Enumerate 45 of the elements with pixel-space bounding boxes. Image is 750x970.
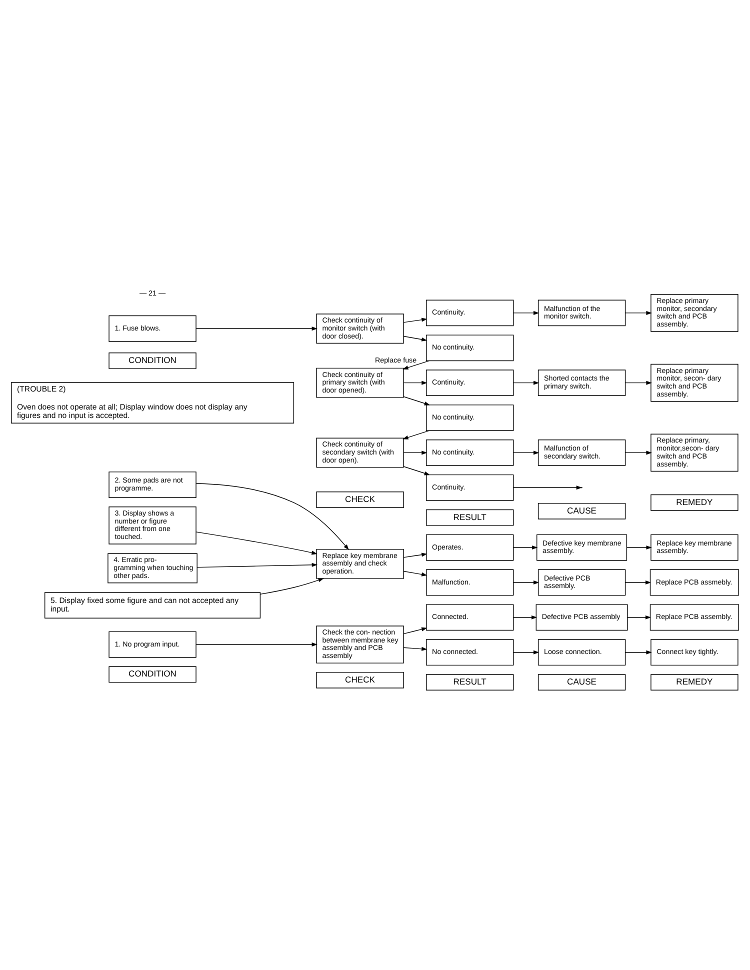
arrow (403, 552, 428, 558)
arrow (403, 450, 428, 454)
arrow (513, 380, 540, 384)
arrow (626, 545, 652, 550)
arrow (403, 646, 428, 650)
arrow (403, 466, 430, 475)
arrow (196, 642, 318, 646)
node-box: RESULT (426, 674, 514, 690)
node-box: CAUSE (538, 674, 626, 690)
arrow (196, 482, 349, 550)
node-box: (TROUBLE 2) Oven does not operate at all; Display window does not display any figures and no input is accepted. (10, 382, 294, 423)
arrow (513, 545, 538, 550)
arrow (196, 326, 318, 330)
arrow (627, 614, 652, 619)
arrow (402, 430, 430, 439)
arrow (625, 580, 652, 584)
node-box: 5. Display fixed some figure and can not accepted any input. (44, 592, 261, 618)
arrow (513, 310, 540, 314)
node-box: CHECK (316, 491, 404, 508)
arrow (403, 317, 428, 322)
arrow (402, 360, 430, 369)
arrow (625, 380, 652, 384)
arrow (196, 562, 318, 568)
node-box: REMEDY (650, 494, 738, 510)
arrow (513, 450, 540, 454)
arrow (625, 650, 652, 654)
node-box: REMEDY (650, 674, 738, 690)
arrow (513, 614, 538, 619)
arrow (513, 580, 540, 584)
arrow (403, 335, 428, 341)
arrow (403, 626, 428, 634)
arrow (625, 450, 652, 454)
node-box: CONDITION (108, 666, 196, 682)
arrow (513, 485, 582, 490)
arrow (403, 570, 428, 576)
arrow (403, 380, 428, 384)
arrow (196, 531, 318, 554)
node-box: RESULT (426, 508, 514, 526)
arrow (260, 578, 324, 594)
arrow (513, 650, 540, 654)
node-box: CONDITION (108, 352, 196, 368)
arrow (625, 310, 652, 314)
arrow (403, 396, 430, 405)
node-box: CHECK (316, 671, 404, 688)
node-box: CAUSE (538, 502, 626, 519)
